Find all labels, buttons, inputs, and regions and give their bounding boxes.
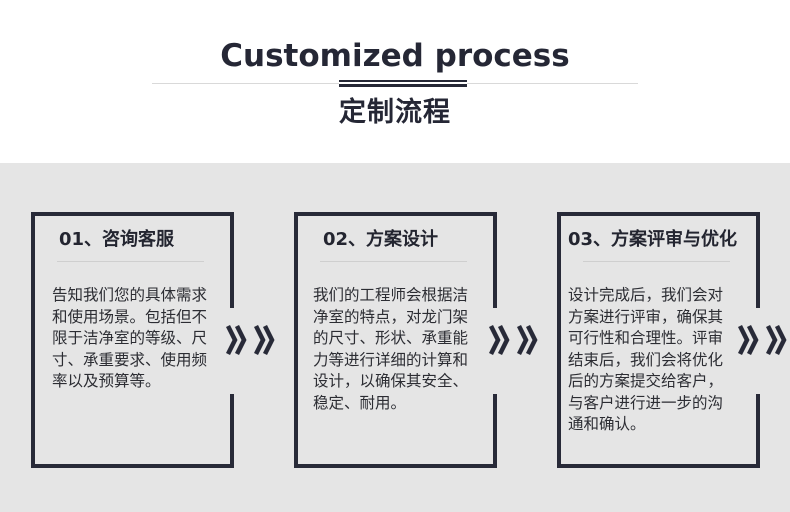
page-title-chinese: 定制流程: [339, 97, 451, 128]
step-title: 01、咨询客服: [59, 229, 175, 250]
step-divider: [320, 261, 467, 262]
step-divider: [583, 261, 730, 262]
double-chevron-right-icon: [738, 320, 790, 360]
step-description: 我们的工程师会根据洁净室的特点，对龙门架的尺寸、形状、承重能力等进行详细的计算和…: [313, 286, 469, 412]
step-description: 告知我们您的具体需求和使用场景。包括但不限于洁净室的等级、尺寸、承重要求、使用频…: [52, 286, 208, 390]
step-title: 03、方案评审与优化: [568, 229, 738, 250]
header: Customized process 定制流程: [0, 0, 790, 163]
page-title-english: Customized process: [220, 38, 570, 74]
step-description: 设计完成后，我们会对方案进行评审，确保其可行性和合理性。评审结束后，我们会将优化…: [568, 286, 724, 433]
title-accent-bar: [339, 80, 467, 87]
step-card-3: 03、方案评审与优化 设计完成后，我们会对方案进行评审，确保其可行性和合理性。评…: [557, 212, 760, 468]
step-card-2: 02、方案设计 我们的工程师会根据洁净室的特点，对龙门架的尺寸、形状、承重能力等…: [294, 212, 497, 468]
double-chevron-right-icon: [489, 320, 549, 360]
double-chevron-right-icon: [226, 320, 286, 360]
process-band: [0, 163, 790, 512]
step-divider: [57, 261, 204, 262]
step-title: 02、方案设计: [323, 229, 439, 250]
card-border-gap: [756, 308, 760, 394]
step-card-1: 01、咨询客服 告知我们您的具体需求和使用场景。包括但不限于洁净室的等级、尺寸、…: [31, 212, 234, 468]
